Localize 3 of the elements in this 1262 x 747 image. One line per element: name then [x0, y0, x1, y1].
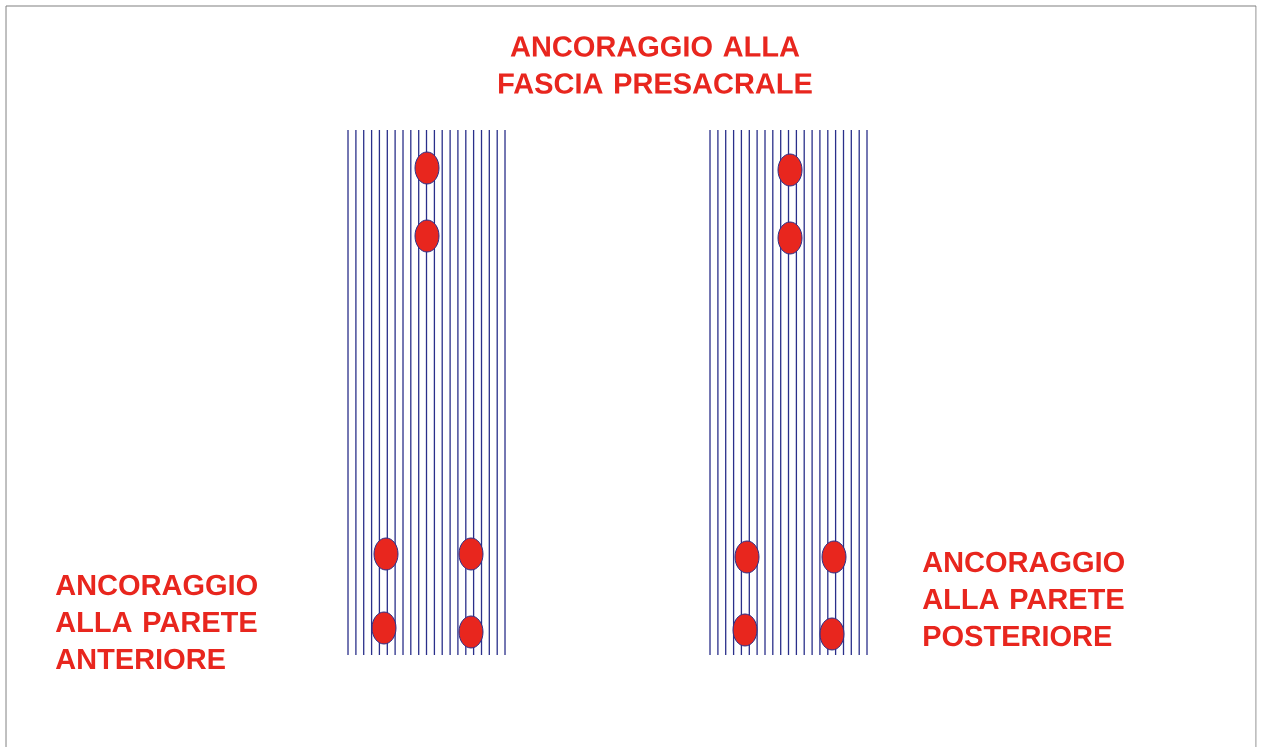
caption-text: ANCORAGGIO ALLA PARETE POSTERIORE — [922, 551, 1124, 647]
caption-text: ANCORAGGIO ALLA FASCIA PRESACRALE — [499, 36, 812, 94]
caption-text: ANCORAGGIO ALLA PARETE ANTERIORE — [55, 574, 257, 670]
